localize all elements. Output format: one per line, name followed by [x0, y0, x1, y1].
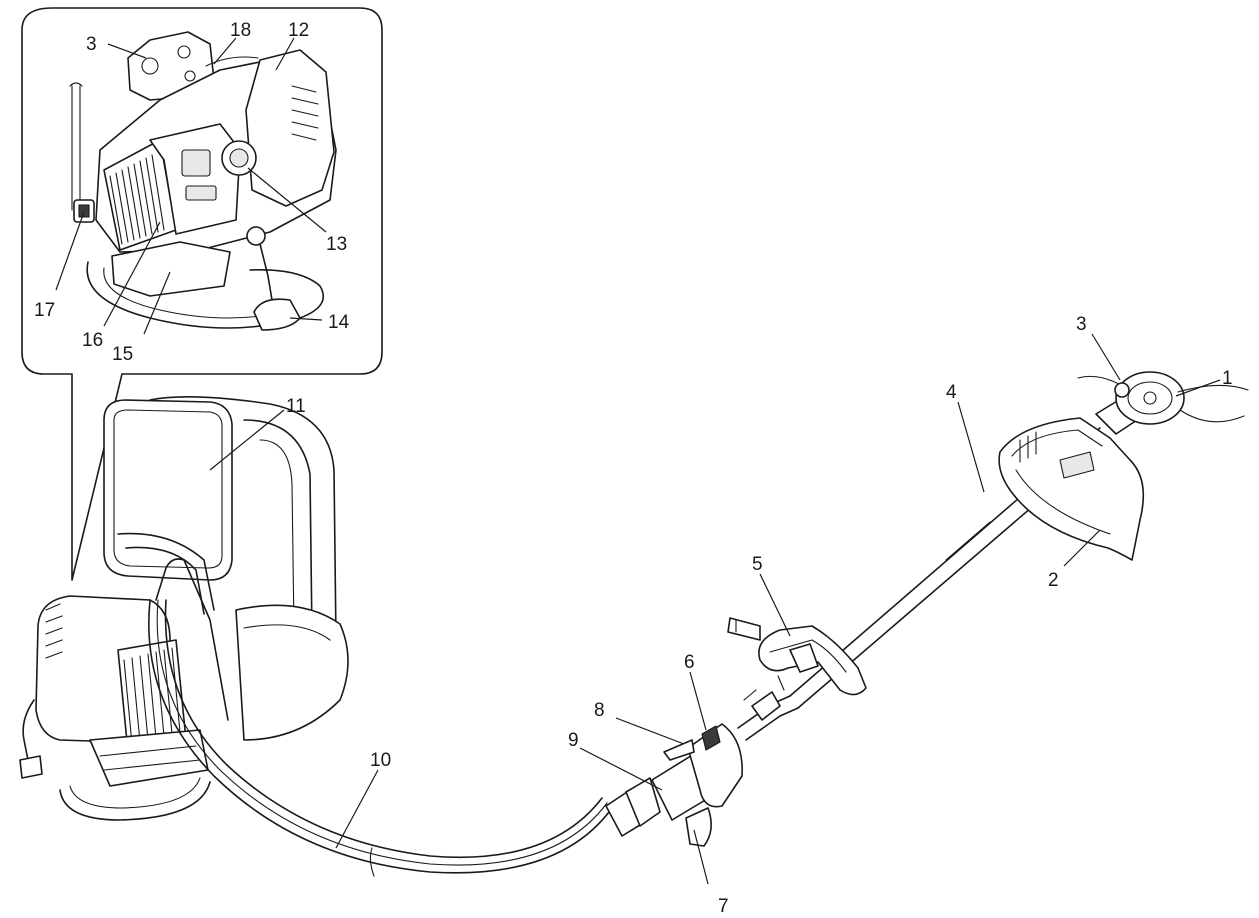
inset-engine-drawing	[69, 31, 337, 331]
callout-10: 10	[370, 750, 391, 771]
cutting-head	[998, 371, 1249, 561]
callout-7: 7	[718, 896, 729, 917]
callout-11: 11	[286, 396, 306, 417]
shaft-assembly	[605, 427, 1111, 847]
callout-3-inset: 3	[86, 34, 97, 55]
callout-16: 16	[82, 330, 103, 351]
callout-1: 1	[1222, 368, 1233, 389]
callout-9: 9	[568, 730, 579, 751]
callout-3: 3	[1076, 314, 1087, 335]
callout-6: 6	[684, 652, 695, 673]
callout-17: 17	[34, 300, 55, 321]
callout-14: 14	[328, 312, 350, 333]
callout-labels: 3 18 12 13 14 17 16 15 11 10 9 8 6 7 5 4…	[34, 20, 1233, 917]
callout-13: 13	[326, 234, 347, 255]
callout-15: 15	[112, 344, 133, 365]
flex-drive-hose	[148, 599, 613, 877]
callout-2: 2	[1048, 570, 1059, 591]
callout-5: 5	[752, 554, 763, 575]
backpack-unit-drawing	[19, 396, 349, 821]
inset-leaders	[55, 37, 327, 335]
callout-8: 8	[594, 700, 605, 721]
callout-18: 18	[230, 20, 251, 41]
main-leaders	[209, 333, 1221, 885]
callout-4: 4	[946, 382, 957, 403]
callout-12: 12	[288, 20, 309, 41]
